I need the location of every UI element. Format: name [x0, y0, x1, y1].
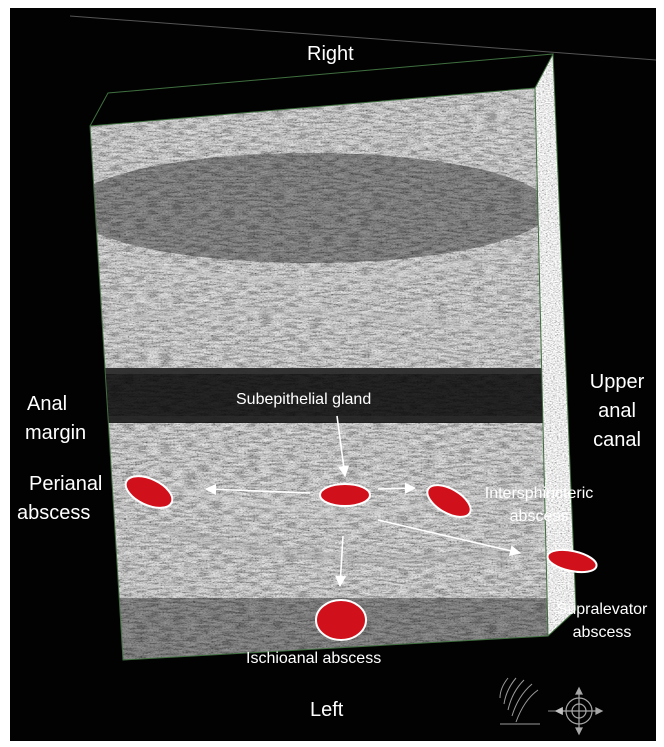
perianal-line2: abscess	[17, 501, 102, 526]
perianal-line1: Perianal	[17, 472, 102, 497]
upper-anal-canal-label: Upper anal canal	[586, 370, 648, 453]
anal-margin-line2: margin	[25, 421, 86, 446]
anal-margin-line1: Anal	[25, 392, 86, 417]
arrow-to-intersphincteric	[378, 488, 415, 489]
supralevator-abscess-label: Supralevator abscess	[542, 600, 656, 643]
intersphincteric-line2: abscess	[474, 507, 604, 527]
subepithelial-gland-marker	[320, 484, 370, 506]
subepithelial-gland-label: Subepithelial gland	[236, 390, 371, 410]
upper-anal-canal-line3: canal	[586, 428, 648, 453]
top-guide-line	[70, 16, 656, 60]
upper-anal-canal-line1: Upper	[586, 370, 648, 395]
ischioanal-abscess-marker	[316, 600, 366, 640]
supralevator-line1: Supralevator	[542, 600, 656, 620]
ultrasound-figure: Right Left Anal margin Upper anal canal …	[10, 8, 656, 741]
ultrasound-front-face	[70, 78, 560, 678]
anal-margin-label: Anal margin	[25, 392, 86, 446]
supralevator-line2: abscess	[542, 623, 656, 643]
perianal-abscess-label: Perianal abscess	[17, 472, 102, 526]
orientation-bottom-label: Left	[310, 698, 343, 723]
crosshair-compass-icon	[556, 688, 602, 734]
ischioanal-abscess-label: Ischioanal abscess	[246, 649, 381, 669]
upper-anal-canal-line2: anal	[586, 399, 648, 424]
intersphincteric-line1: Intersphincteric	[474, 484, 604, 504]
probe-scan-icon	[500, 678, 540, 724]
intersphincteric-abscess-label: Intersphincteric abscess	[474, 484, 604, 527]
orientation-top-label: Right	[307, 42, 354, 67]
